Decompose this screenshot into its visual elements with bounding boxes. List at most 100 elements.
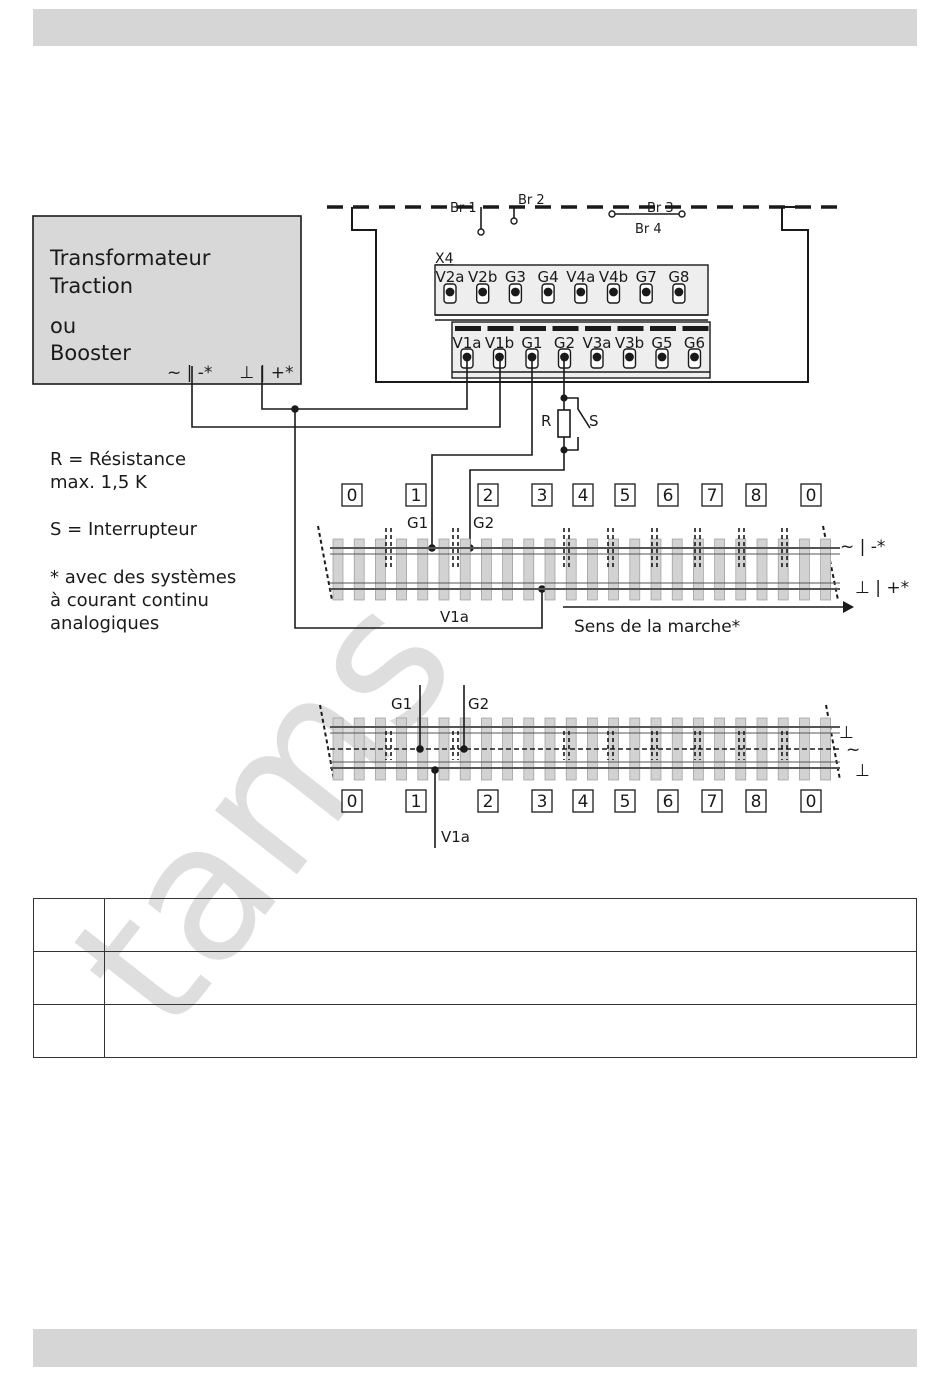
header-bar (33, 9, 917, 46)
screw-terminal-v4a (574, 283, 588, 304)
top-terminal-label-v4b: V4b (599, 268, 628, 286)
section-box-3: 3 (531, 789, 553, 813)
footer-bar (33, 1329, 917, 1367)
table-row (33, 951, 917, 1005)
bridge-label-1: Br 1 (450, 201, 477, 216)
isolation-gap (385, 731, 392, 760)
sleeper (544, 538, 556, 601)
screw-terminal-v4b (606, 283, 621, 304)
svg-text:7: 7 (707, 486, 718, 506)
svg-text:0: 0 (347, 792, 358, 812)
section-box-0: 0 (341, 483, 363, 507)
isolation-gap (563, 731, 570, 760)
supply-title-3: ou (50, 314, 76, 338)
screw-terminal-v3a (590, 348, 604, 369)
svg-text:8: 8 (751, 792, 762, 812)
bridge-label-3: Br 3 (647, 201, 674, 216)
table-row (33, 1004, 917, 1058)
top-terminal-label-v4a: V4a (566, 268, 595, 286)
sleeper (820, 538, 831, 601)
track1-g2-label: G2 (473, 514, 494, 532)
top-terminal-label-v2a: V2a (436, 268, 465, 286)
top-terminal-label-g8: G8 (668, 268, 689, 286)
track2-sym-top: ⊥ (839, 723, 854, 743)
sleeper (714, 538, 725, 601)
svg-text:2: 2 (483, 486, 494, 506)
section-box-4: 4 (572, 483, 594, 507)
supply-box (32, 215, 302, 385)
track2-g2-label: G2 (468, 695, 489, 713)
table-cell (104, 1004, 917, 1058)
section-box-6: 6 (657, 483, 679, 507)
isolation-gap (607, 731, 614, 760)
sleeper (799, 538, 810, 601)
legend-switch: S = Interrupteur (50, 519, 198, 540)
svg-text:3: 3 (537, 486, 548, 506)
supply-title-1: Transformateur (49, 246, 211, 270)
sleeper (332, 538, 344, 601)
track2-v1a-label: V1a (441, 828, 470, 846)
sleeper (502, 538, 513, 601)
screw-terminal-g3 (508, 283, 523, 304)
isolation-gap (781, 731, 788, 760)
sleeper (777, 538, 789, 601)
top-terminal-label-g7: G7 (636, 268, 657, 286)
top-terminal-label-g3: G3 (505, 268, 526, 286)
svg-text:0: 0 (806, 792, 817, 812)
sleeper (523, 538, 535, 601)
section-box-8: 8 (745, 483, 767, 507)
terminal-marker (520, 326, 546, 331)
supply-terminals: ~ | -* ⊥ | +* (167, 363, 294, 383)
legend-note-2: à courant continu (50, 590, 209, 611)
section-box-9: 0 (800, 483, 822, 507)
section-box-2: 2 (477, 789, 499, 813)
isolation-gap (651, 731, 658, 760)
svg-text:0: 0 (347, 486, 358, 506)
svg-text:4: 4 (578, 792, 589, 812)
supply-title-4: Booster (50, 341, 131, 365)
direction-label: Sens de la marche* (574, 617, 740, 637)
sleeper (735, 538, 747, 601)
section-box-7: 7 (701, 483, 723, 507)
svg-text:1: 1 (411, 486, 422, 506)
bridge-label-4: Br 4 (635, 222, 662, 237)
bottom-terminal-label-g1: G1 (521, 334, 542, 352)
svg-text:5: 5 (620, 486, 631, 506)
screw-terminal-g1 (525, 348, 539, 369)
sleeper (375, 538, 386, 601)
legend-resistor-2: max. 1,5 K (50, 472, 148, 493)
svg-text:0: 0 (806, 486, 817, 506)
table-cell (33, 898, 105, 952)
bottom-terminal-label-v3b: V3b (615, 334, 644, 352)
terminal-marker (682, 326, 709, 331)
sleeper (565, 538, 577, 601)
table-cell (33, 1004, 105, 1058)
supply-title-2: Traction (49, 274, 133, 298)
screw-terminal-v1b (492, 348, 507, 369)
sleeper (629, 538, 641, 601)
direction-arrow (563, 601, 854, 613)
sleeper (396, 538, 407, 601)
svg-text:8: 8 (751, 486, 762, 506)
legend-note-3: analogiques (50, 613, 159, 634)
legend-note-1: * avec des systèmes (50, 567, 236, 588)
sleeper (438, 538, 450, 601)
track1-g1-label: G1 (407, 514, 428, 532)
section-box-3: 3 (531, 483, 553, 507)
svg-text:5: 5 (620, 792, 631, 812)
sleeper (587, 538, 598, 601)
track2-sym-bottom: ⊥ (855, 761, 870, 781)
bottom-terminal-label-v1a: V1a (453, 334, 482, 352)
screw-terminal-g8 (672, 283, 686, 304)
section-box-0: 0 (341, 789, 363, 813)
bottom-terminal-label-g6: G6 (684, 334, 705, 352)
switch-label: S (589, 412, 599, 430)
bottom-terminal-label-g5: G5 (651, 334, 672, 352)
terminal-marker (455, 326, 481, 331)
screw-terminal-g4 (541, 283, 555, 304)
track2-sym-mid: ~ (846, 740, 860, 760)
isolation-gap (738, 731, 745, 760)
section-box-8: 8 (745, 789, 767, 813)
table-cell (104, 898, 917, 952)
wiring-diagram: Br 1 Br 2 Br 3 Br 4 Transformateur Tract… (32, 193, 909, 848)
